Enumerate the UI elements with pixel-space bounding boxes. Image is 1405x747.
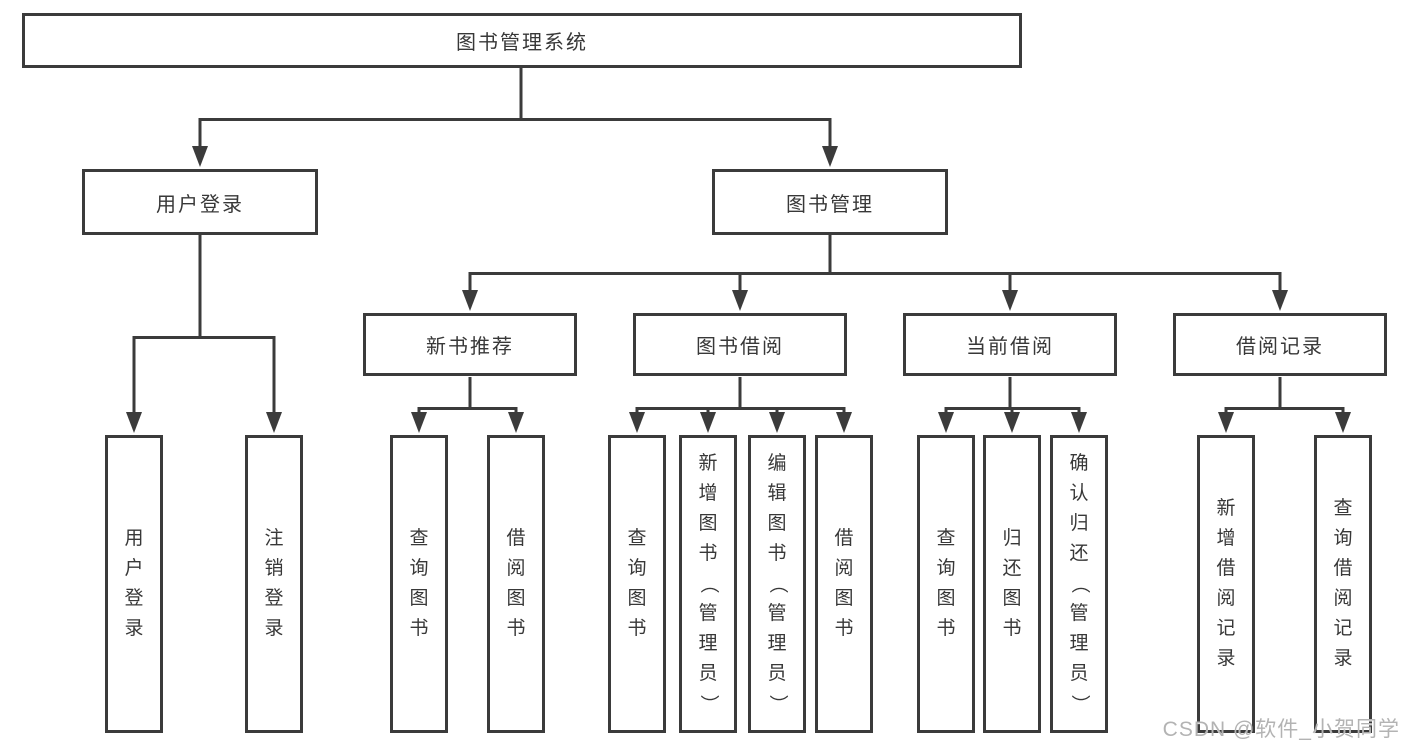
arrowhead bbox=[1272, 290, 1288, 311]
leaf-current-return-book: 归还图书 bbox=[983, 435, 1041, 733]
leaf-borrow-edit-book-admin: 编辑图书（管理员） bbox=[748, 435, 806, 733]
arrowhead bbox=[732, 290, 748, 311]
connector-record-to-leaves bbox=[1224, 377, 1345, 414]
arrowhead bbox=[1071, 412, 1087, 433]
node-label: 图书管理系统 bbox=[456, 32, 588, 54]
arrowhead bbox=[192, 146, 208, 167]
node-user-login: 用户登录 bbox=[82, 169, 318, 235]
arrowheads bbox=[126, 146, 1351, 433]
arrowhead bbox=[836, 412, 852, 433]
arrowhead bbox=[1218, 412, 1234, 433]
arrowhead bbox=[769, 412, 785, 433]
arrowhead bbox=[1004, 412, 1020, 433]
arrowhead bbox=[700, 412, 716, 433]
node-label: 当前借阅 bbox=[966, 336, 1054, 358]
node-label: 图书管理 bbox=[786, 193, 874, 216]
node-label: 图书借阅 bbox=[696, 336, 784, 358]
arrowhead bbox=[266, 412, 282, 433]
arrowhead bbox=[1002, 290, 1018, 311]
leaf-record-add-borrow-record: 新增借阅记录 bbox=[1197, 435, 1255, 733]
arrowhead bbox=[462, 290, 478, 311]
node-new-book-recommend: 新书推荐 bbox=[363, 313, 577, 376]
connector-current-to-leaves bbox=[944, 377, 1081, 414]
node-borrow-record: 借阅记录 bbox=[1173, 313, 1387, 376]
node-book-management: 图书管理 bbox=[712, 169, 948, 235]
connector-mgmt-to-level3 bbox=[468, 235, 1282, 292]
arrowhead bbox=[938, 412, 954, 433]
leaf-user-login: 用户登录 bbox=[105, 435, 163, 733]
csdn-watermark: CSDN @软件_小贺同学 bbox=[1162, 718, 1400, 741]
arrowhead bbox=[629, 412, 645, 433]
arrowhead bbox=[508, 412, 524, 433]
leaf-recommend-query-book: 查询图书 bbox=[390, 435, 448, 733]
connector-login-to-leaves bbox=[132, 235, 276, 415]
arrowhead bbox=[126, 412, 142, 433]
leaf-recommend-borrow-book: 借阅图书 bbox=[487, 435, 545, 733]
arrowhead bbox=[1335, 412, 1351, 433]
arrowhead bbox=[822, 146, 838, 167]
arrowhead bbox=[411, 412, 427, 433]
leaf-current-confirm-return-admin: 确认归还（管理员） bbox=[1050, 435, 1108, 733]
leaf-current-query-book: 查询图书 bbox=[917, 435, 975, 733]
leaf-logout-login: 注销登录 bbox=[245, 435, 303, 733]
node-book-borrow: 图书借阅 bbox=[633, 313, 847, 376]
leaf-borrow-query-book: 查询图书 bbox=[608, 435, 666, 733]
connector-borrow-to-leaves bbox=[635, 377, 846, 414]
leaf-borrow-borrow-book: 借阅图书 bbox=[815, 435, 873, 733]
connector-recommend-to-leaves bbox=[417, 377, 518, 414]
leaf-borrow-add-book-admin: 新增图书（管理员） bbox=[679, 435, 737, 733]
node-label: 用户登录 bbox=[156, 193, 244, 216]
leaf-record-query-borrow-record: 查询借阅记录 bbox=[1314, 435, 1372, 733]
node-current-borrow: 当前借阅 bbox=[903, 313, 1117, 376]
node-label: 新书推荐 bbox=[426, 336, 514, 358]
connector-root-to-level2 bbox=[198, 68, 832, 148]
node-label: 借阅记录 bbox=[1236, 336, 1324, 358]
node-library-management-system: 图书管理系统 bbox=[22, 13, 1022, 68]
